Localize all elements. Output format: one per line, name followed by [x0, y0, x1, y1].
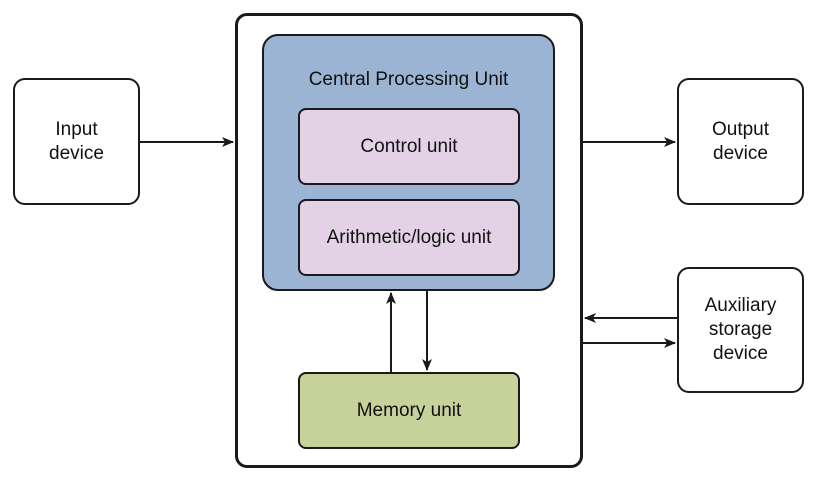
- output-device-label: Output device: [711, 118, 770, 164]
- memory-unit-label: Memory unit: [356, 399, 462, 421]
- control-unit-box: Control unit: [298, 108, 520, 185]
- auxiliary-storage-box: Auxiliary storage device: [677, 267, 804, 393]
- alu-box: Arithmetic/logic unit: [298, 199, 520, 276]
- input-device-box: Input device: [13, 78, 140, 205]
- memory-unit-box: Memory unit: [298, 372, 520, 449]
- input-device-label: Input device: [49, 118, 104, 164]
- output-device-box: Output device: [677, 78, 804, 205]
- cpu-title: Central Processing Unit: [308, 69, 509, 90]
- auxiliary-storage-label: Auxiliary storage device: [704, 295, 777, 364]
- alu-label: Arithmetic/logic unit: [326, 226, 492, 248]
- control-unit-label: Control unit: [360, 135, 458, 157]
